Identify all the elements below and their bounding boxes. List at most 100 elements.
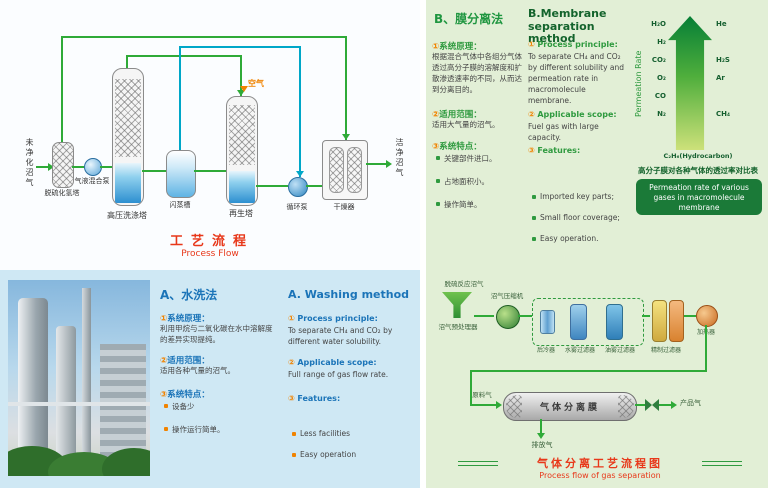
arrowhead-icon: [237, 90, 245, 96]
flow-line: [518, 315, 532, 317]
air-label: 空气: [248, 79, 264, 88]
section-title: 系统特点：: [167, 390, 210, 400]
flow-line: [642, 315, 650, 317]
section-label: ①系统原理：: [160, 312, 210, 324]
plant-photo: [8, 280, 150, 476]
feature-item: 操作简单。: [436, 199, 530, 210]
flow-line: [306, 185, 322, 187]
arrowhead-icon: [386, 160, 392, 168]
section-label: ② Applicable scope:: [528, 110, 617, 119]
section-body: To separate CH₄ and CO₂ by different sol…: [528, 52, 625, 105]
photo-structure: [100, 344, 146, 458]
feed-source-label: 脱硫反应沼气: [444, 280, 484, 288]
equipment-label: 闪蒸槽: [169, 201, 191, 209]
section-title: 系统原理：: [439, 42, 482, 52]
process-flow-panel: 未净化沼气 脱硫化氢塔 气液混合泵 高压洗涤塔 闪蒸槽 再生塔 空气: [0, 0, 420, 270]
arrowhead-icon: [671, 401, 677, 409]
fine-filter-icon: [669, 300, 684, 342]
membrane-panel: B、膜分离法 B.Membrane separation method ①系统原…: [426, 0, 768, 488]
flow-line: [705, 325, 707, 370]
flow-line: [470, 370, 707, 372]
flow-line: [256, 185, 288, 187]
section-label: ②适用范围：: [160, 354, 210, 366]
flow-line: [142, 170, 166, 172]
circulation-pump-icon: [288, 177, 308, 197]
flow-line: [179, 46, 301, 48]
washing-tower: [112, 68, 144, 206]
permeation-arrow-icon: [668, 16, 712, 150]
photo-tower: [18, 298, 48, 458]
section-body: Full range of gas flow rate.: [288, 370, 389, 379]
washing-title-en: A. Washing method: [288, 288, 410, 301]
section-title: Applicable scope:: [537, 110, 617, 119]
arrowhead-icon: [48, 163, 54, 171]
gas-label: Ar: [716, 74, 725, 82]
section-number: ②: [432, 110, 440, 120]
section-label: ③ Features:: [288, 394, 340, 403]
feed-gas-label: 原料气: [472, 391, 492, 399]
water-filter-icon: [570, 304, 587, 340]
pretreater-funnel-icon: [442, 292, 472, 318]
section-title: Features:: [297, 394, 341, 403]
flow-line: [36, 166, 50, 168]
flow-line: [366, 163, 388, 165]
pretreater-label: 沼气预处理器: [438, 323, 478, 331]
flow-line: [659, 404, 673, 406]
gas-label: CH₄: [716, 110, 731, 118]
flash-tank: [166, 150, 196, 198]
photo-tower: [56, 326, 76, 458]
section-label: ①系统原理：: [432, 40, 482, 52]
feature-item: Imported key parts;: [532, 192, 636, 201]
chart-caption-cn: 高分子膜对各种气体的透过率对比表: [638, 166, 758, 175]
section-number: ①: [432, 42, 440, 52]
section-number: ①: [288, 314, 295, 323]
arrowhead-icon: [342, 134, 350, 140]
section-number: ③: [528, 146, 535, 155]
air-arrow-icon: [240, 86, 248, 92]
flow-line: [194, 170, 226, 172]
flow-line: [100, 166, 112, 168]
section-label: ③ Features:: [528, 146, 580, 155]
membrane-title-en: B.Membrane separation method: [528, 7, 607, 46]
membrane-label: 气体分离膜: [539, 403, 600, 413]
gas-label: C₂H₆(Hydrocarbon): [663, 152, 733, 160]
arrowhead-icon: [537, 433, 545, 439]
equipment-label: 气液混合泵: [74, 177, 110, 185]
washing-title-cn: A、水洗法: [160, 288, 218, 302]
equipment-label: 循环泵: [286, 203, 308, 211]
section-title: 系统原理：: [167, 314, 210, 324]
inlet-gas-label: 未净化沼气: [25, 138, 34, 188]
feature-item: Easy operation: [292, 450, 416, 459]
flow-line: [345, 36, 347, 140]
process-flow-title-en: Process Flow: [181, 249, 239, 259]
equipment-label: 再生塔: [229, 209, 253, 218]
flow-line: [240, 55, 242, 96]
feature-item: 设备少: [164, 401, 282, 412]
section-number: ①: [528, 40, 535, 49]
gas-label: H₂: [657, 38, 666, 46]
flow-line: [126, 55, 242, 57]
feature-item: Less facilities: [292, 429, 416, 438]
chart-caption-en: Permeation rate of various gases in macr…: [649, 183, 749, 212]
equipment-label: 高压洗涤塔: [107, 211, 147, 220]
gas-label: H₂S: [716, 56, 730, 64]
section-label: ②适用范围：: [432, 108, 482, 120]
flow-line: [470, 370, 472, 406]
arrowhead-icon: [496, 401, 502, 409]
fine-filter-label: 精制过滤器: [650, 347, 681, 354]
section-label: ② Applicable scope:: [288, 358, 377, 367]
photo-pipe: [8, 402, 150, 406]
gas-label: He: [716, 20, 727, 28]
title-ornament: [702, 461, 742, 466]
heater-icon: [696, 305, 718, 327]
flow-line: [299, 46, 301, 177]
equipment-label: 干燥器: [333, 203, 355, 211]
flow-line: [684, 315, 696, 317]
section-body: 根据混合气体中各组分气体透过高分子膜的溶解度和扩散渗透速率的不同，从而达到分离目…: [432, 52, 522, 94]
product-gas-label: 产品气: [680, 399, 701, 407]
section-number: ②: [160, 356, 168, 366]
equipment-label: 脱硫化氢塔: [44, 189, 80, 197]
oil-filter-icon: [606, 304, 623, 340]
section-label: ① Process principle:: [528, 40, 618, 49]
